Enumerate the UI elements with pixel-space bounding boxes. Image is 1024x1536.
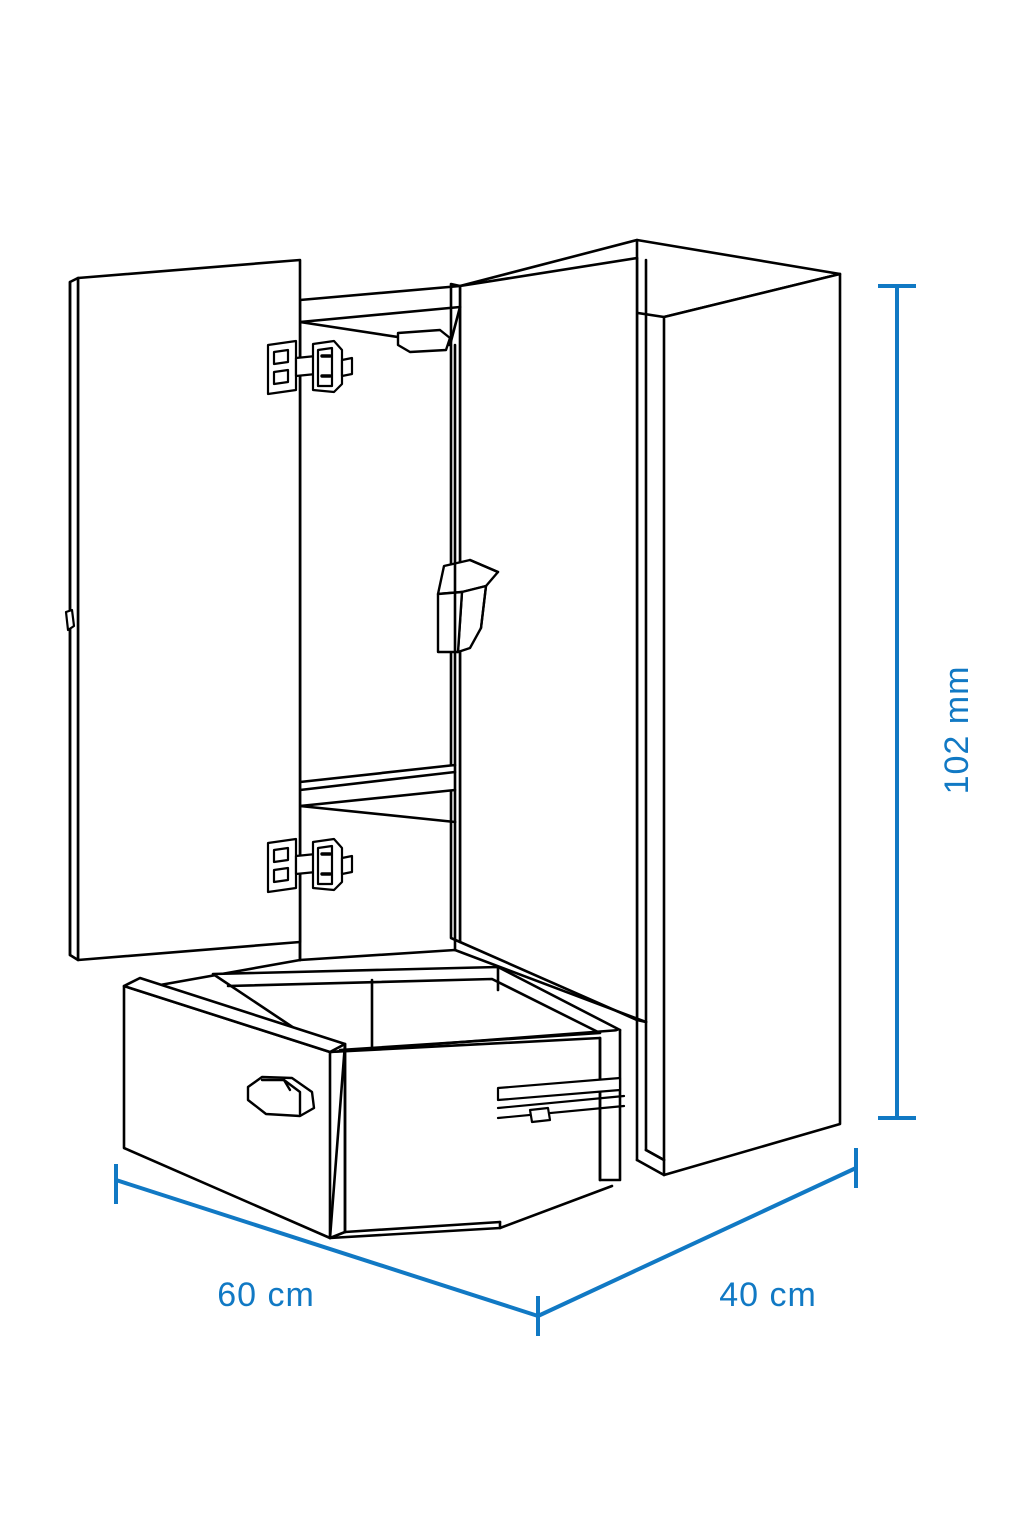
drawer-slide-rail (496, 1076, 626, 1124)
width-dimension-line (114, 1164, 540, 1336)
left-door-handle[interactable] (64, 608, 76, 632)
width-dimension-label: 60 cm (217, 1276, 315, 1314)
right-side-panel (662, 272, 842, 1177)
upper-concealed-hinge (266, 339, 354, 396)
lower-concealed-hinge (266, 837, 354, 894)
bottom-drawer-open[interactable] (122, 965, 622, 1240)
depth-dimension-line (537, 1148, 858, 1318)
drawer-pull-handle[interactable] (246, 1075, 316, 1118)
depth-dimension-label: 40 cm (719, 1276, 817, 1314)
carcass-bottom-edge (644, 1148, 666, 1162)
height-dimension-line (878, 284, 916, 1120)
clothes-hanging-rail (396, 328, 452, 354)
height-dimension-label: 102 mm (938, 666, 976, 795)
